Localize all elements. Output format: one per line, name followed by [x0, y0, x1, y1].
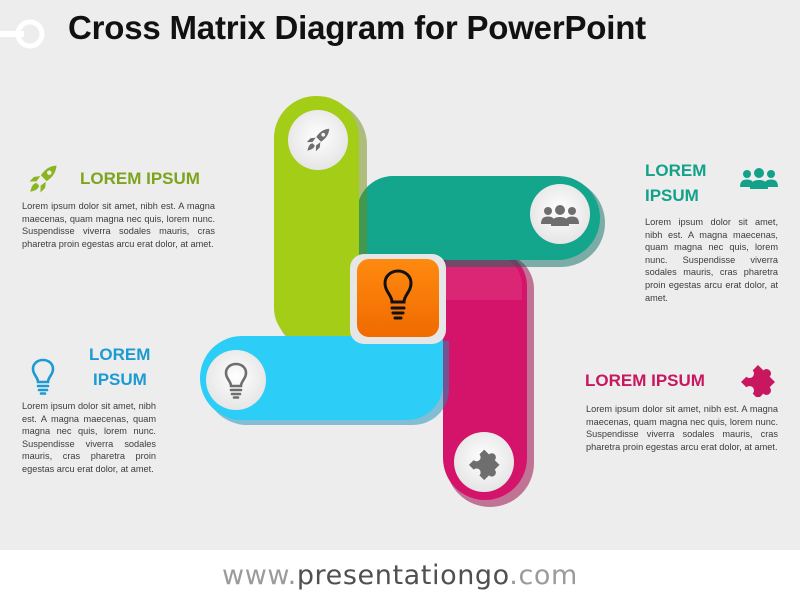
rocket-icon: [306, 128, 330, 152]
diagram-arm-cyan: [200, 336, 449, 425]
lightbulb-icon: [224, 362, 248, 399]
diagram-circle-lightbulb: [206, 350, 266, 410]
heading-bottom-right: LOREM IPSUM: [585, 371, 705, 390]
footer-prefix: www.: [222, 560, 297, 591]
puzzle-icon: [468, 449, 500, 481]
diagram-center-square: [350, 254, 446, 344]
people-icon: [541, 205, 579, 226]
page-title: Cross Matrix Diagram for PowerPoint: [68, 9, 646, 46]
body-bottom-left: Lorem ipsum dolor sit amet, nibh est. A …: [22, 401, 156, 474]
diagram-circle-rocket: [288, 110, 348, 170]
footer-suffix: .com: [509, 560, 578, 591]
rocket-icon: [29, 165, 57, 193]
body-bottom-right: Lorem ipsum dolor sit amet, nibh est. A …: [586, 404, 778, 452]
puzzle-icon: [741, 365, 775, 397]
heading-top-left: LOREM IPSUM: [80, 169, 200, 188]
cross-matrix-diagram: [200, 95, 605, 507]
lightbulb-icon: [383, 269, 413, 320]
heading-top-right-line1: LOREM: [645, 161, 707, 180]
footer-domain: presentationgo: [296, 560, 510, 591]
body-top-right: Lorem ipsum dolor sit amet, nibh est. A …: [645, 217, 778, 303]
slide: Cross Matrix Diagram for PowerPoint LORE…: [0, 0, 800, 550]
title-ring-decoration: [0, 19, 45, 49]
heading-bottom-left-line2: IPSUM: [93, 370, 147, 389]
people-icon: [740, 168, 778, 189]
heading-top-right-line2: IPSUM: [645, 186, 699, 205]
footer-url[interactable]: www.presentationgo.com: [0, 552, 800, 600]
lightbulb-icon: [31, 358, 55, 395]
body-top-left: Lorem ipsum dolor sit amet, nibh est. A …: [22, 201, 215, 249]
heading-bottom-left-line1: LOREM: [89, 345, 151, 364]
